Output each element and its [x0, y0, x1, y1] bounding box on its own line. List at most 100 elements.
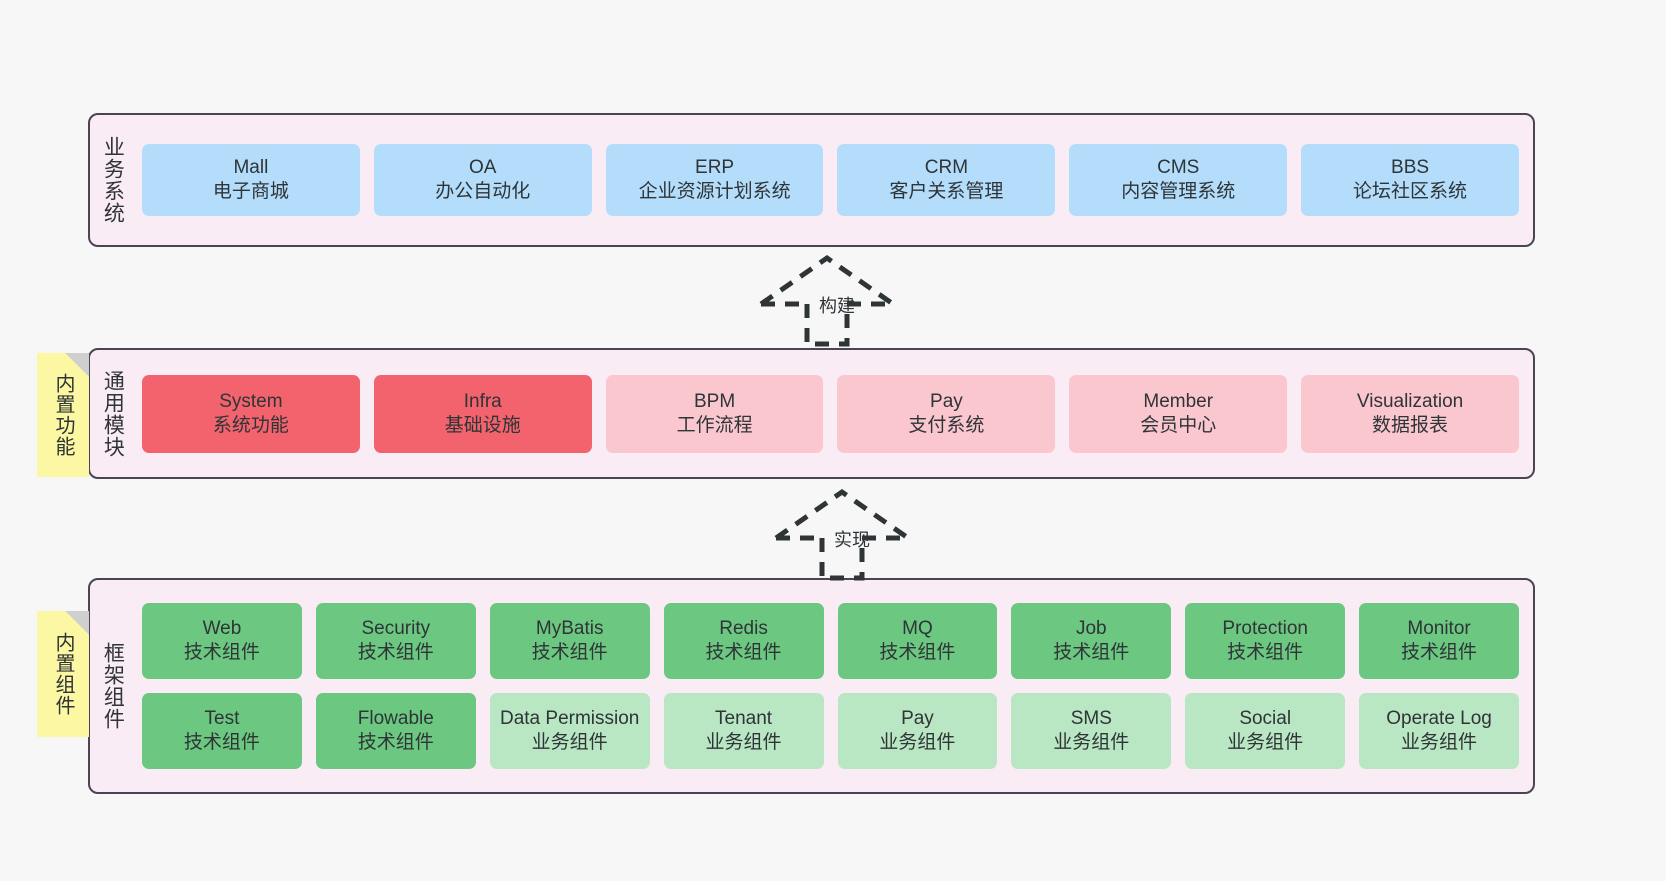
node-title-en: MyBatis — [535, 618, 604, 640]
node-title-cn: 企业资源计划系统 — [638, 181, 791, 202]
node-title-cn: 系统功能 — [212, 414, 289, 436]
connector-implement-label: 实现 — [834, 530, 870, 550]
node-title-en: Tenant — [715, 708, 773, 730]
node-title-cn: 技术组件 — [357, 732, 434, 753]
node-title-en: BPM — [693, 390, 736, 412]
node-title-cn: 支付系统 — [908, 414, 985, 436]
node-title-en: Infra — [463, 390, 502, 412]
node-title-en: Web — [202, 618, 242, 640]
node-title-cn: 内容管理系统 — [1121, 181, 1236, 202]
node-title-en: Visualization — [1356, 390, 1464, 412]
node-title-en: CRM — [924, 157, 969, 179]
node-title-cn: 办公自动化 — [435, 181, 531, 202]
node-title-cn: 会员中心 — [1140, 414, 1217, 436]
node-title-cn: 技术组件 — [1401, 642, 1478, 663]
node-title-en: Test — [204, 708, 240, 730]
layer-label-common-module: 通用模块 — [101, 369, 125, 458]
node-title-cn: 技术组件 — [879, 642, 956, 663]
node-title-en: CMS — [1157, 157, 1200, 179]
node-title-en: Pay — [930, 390, 963, 412]
node-title-en: Mall — [233, 157, 269, 179]
node-title-cn: 技术组件 — [183, 642, 260, 663]
connector-build: 构建 — [745, 252, 935, 348]
node-title-en: OA — [469, 157, 497, 179]
node-title-cn: 技术组件 — [183, 732, 260, 753]
node-title-en: Operate Log — [1386, 708, 1492, 730]
node-title-en: Pay — [901, 708, 934, 730]
node-title-en: Protection — [1222, 618, 1308, 640]
node-title-cn: 工作流程 — [676, 414, 753, 436]
node-title-cn: 论坛社区系统 — [1353, 181, 1468, 202]
node-title-en: Data Permission — [499, 708, 640, 730]
node-title-cn: 技术组件 — [531, 642, 608, 663]
node-title-cn: 业务组件 — [1053, 732, 1130, 753]
node-title-en: Flowable — [357, 708, 434, 730]
node-title-en: ERP — [695, 157, 735, 179]
node-title-cn: 技术组件 — [1227, 642, 1304, 663]
node-title-cn: 数据报表 — [1372, 414, 1449, 436]
node-title-en: BBS — [1391, 157, 1430, 179]
node-title-cn: 业务组件 — [879, 732, 956, 753]
node-title-cn: 基础设施 — [444, 414, 521, 436]
node-title-en: Security — [361, 618, 431, 640]
node-title-cn: 业务组件 — [1401, 732, 1478, 753]
node-title-cn: 电子商城 — [212, 181, 289, 202]
connector-build-label: 构建 — [819, 296, 855, 316]
connector-implement: 实现 — [760, 486, 950, 582]
node-title-cn: 技术组件 — [357, 642, 434, 663]
layer-label-framework-component: 框架组件 — [101, 642, 125, 730]
node-title-cn: 业务组件 — [1227, 732, 1304, 753]
node-title-en: System — [219, 390, 283, 412]
node-title-cn: 客户关系管理 — [889, 181, 1004, 202]
node-title-en: Redis — [719, 618, 768, 640]
node-title-en: SMS — [1070, 708, 1112, 730]
node-title-cn: 业务组件 — [705, 732, 782, 753]
layer-label-business-system: 业务系统 — [101, 136, 125, 224]
node-title-cn: 技术组件 — [1053, 642, 1130, 663]
connector-build-arrow — [759, 254, 895, 347]
node-title-en: Social — [1239, 708, 1292, 730]
sticky-note-builtin-component: 内置组件 — [37, 611, 89, 737]
node-title-en: MQ — [902, 618, 933, 640]
connector-implement-arrow — [774, 488, 910, 581]
sticky-note-builtin-feature: 内置功能 — [37, 353, 89, 477]
node-title-cn: 技术组件 — [705, 642, 782, 663]
node-title-en: Monitor — [1407, 618, 1471, 640]
